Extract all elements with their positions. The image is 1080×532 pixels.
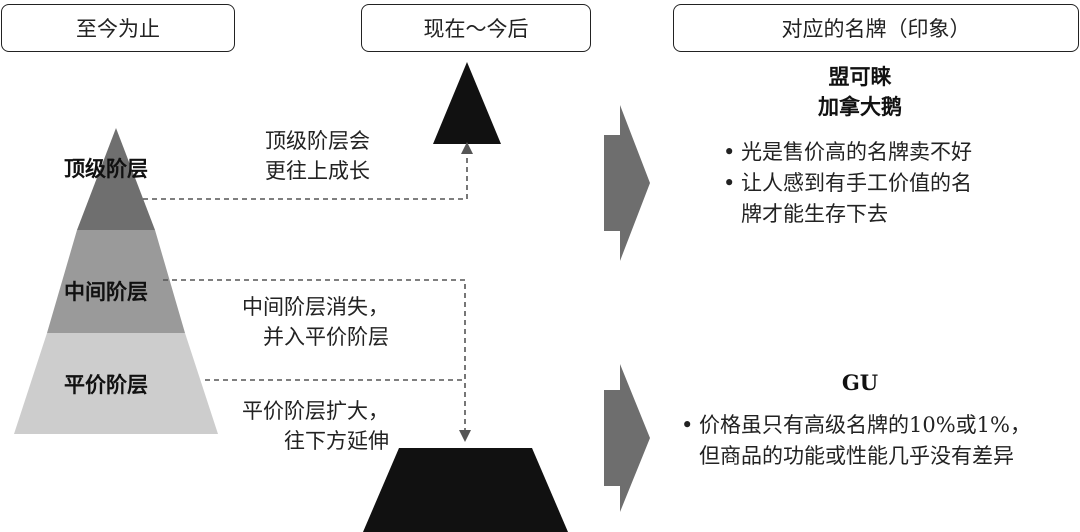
tier-label-middle: 中间阶层 [64,280,148,304]
header-past-label: 至今为止 [76,17,160,41]
connector-middle [163,279,466,434]
low-price-brand: GU [841,370,879,395]
header-present-label: 现在～今后 [423,17,529,41]
note-middle-tier-merges: 中间阶层消失， 并入平价阶层 [242,292,389,352]
premium-brand-1: 盟可睐 [828,64,892,89]
header-brands-label: 对应的名牌（印象） [781,17,971,41]
future-top-triangle [433,62,501,144]
premium-bullet-2-line2: 牌才能生存下去 [741,202,888,226]
premium-brand-names: 盟可睐 加拿大鹅 [780,62,940,122]
tier-label-low: 平价阶层 [64,373,148,397]
header-past: 至今为止 [1,4,235,52]
future-low-trapezoid [363,448,568,532]
pyramid-low-tier [14,333,218,434]
header-corresponding-brands: 对应的名牌（印象） [673,4,1079,52]
low-price-bullet-1: 价格虽只有高级名牌的10%或1%， 但商品的功能或性能几乎没有差异 [681,410,1031,472]
note-top-tier-grows: 顶级阶层会 更往上成长 [265,126,370,186]
pyramid-middle-tier [47,230,185,333]
arrow-to-premium-brands [604,105,650,261]
low-price-bullet-1-line2: 但商品的功能或性能几乎没有差异 [699,444,1014,468]
low-price-brand-name: GU [780,368,940,398]
note-top-line1: 顶级阶层会 [265,129,370,153]
premium-bullet-1-text: 光是售价高的名牌卖不好 [741,140,972,164]
low-price-bullet-1-line1: 价格虽只有高级名牌的10%或1%， [699,413,1031,437]
note-top-line2: 更往上成长 [265,159,370,183]
premium-bullet-2: 让人感到有手工价值的名 牌才能生存下去 [723,168,972,230]
premium-brand-2: 加拿大鹅 [818,94,902,119]
premium-bullet-1: 光是售价高的名牌卖不好 [723,137,972,168]
note-middle-line1: 中间阶层消失， [242,295,389,319]
header-present-future: 现在～今后 [361,4,591,52]
connector-down-arrowhead [459,430,471,442]
note-low-line2: 往下方延伸 [284,429,389,453]
note-middle-line2: 并入平价阶层 [263,325,389,349]
low-price-bullet-list: 价格虽只有高级名牌的10%或1%， 但商品的功能或性能几乎没有差异 [681,410,1031,472]
pyramid-top-tier [77,128,155,230]
connector-top [143,150,468,200]
connector-top-arrowhead [461,142,473,154]
note-low-tier-expands: 平价阶层扩大， 往下方延伸 [242,396,389,456]
tier-label-top: 顶级阶层 [64,157,148,181]
premium-bullet-2-line1: 让人感到有手工价值的名 [741,171,972,195]
note-low-line1: 平价阶层扩大， [242,399,389,423]
premium-bullet-list: 光是售价高的名牌卖不好 让人感到有手工价值的名 牌才能生存下去 [723,137,972,230]
arrow-to-low-price-brands [604,364,650,512]
